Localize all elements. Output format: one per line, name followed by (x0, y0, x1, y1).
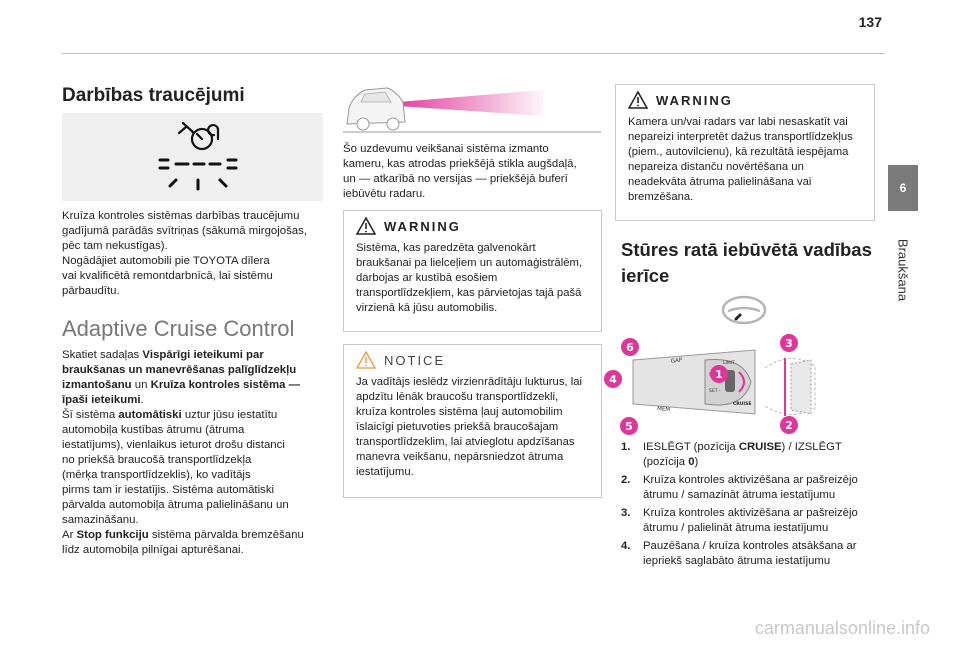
warning-triangle-icon (627, 90, 649, 109)
cruise-lever-svg: GAP LIMIT SET + SET - MEM CRUISE 6 4 5 1… (604, 334, 816, 435)
steering-wheel-icon (721, 295, 767, 325)
svg-text:5: 5 (625, 420, 633, 433)
cruise-lever-diagram: GAP LIMIT SET + SET - MEM CRUISE 6 4 5 1… (604, 330, 877, 435)
chapter-tab[interactable]: 6 (888, 165, 918, 211)
step-4: 4. Pauzēšana / kruīza kontroles atsākšan… (621, 540, 857, 567)
header-rule (62, 53, 885, 54)
svg-text:2: 2 (785, 419, 793, 432)
callout-1-icon: 1 (710, 365, 728, 383)
acc-text: Skatiet sadaļas Vispārīgi ieteikumi par … (62, 349, 304, 556)
gap-label: GAP (670, 357, 683, 365)
svg-text:4: 4 (609, 373, 617, 386)
warning-label: WARNING (656, 92, 733, 108)
callout-6-icon: 6 (621, 338, 639, 356)
steering-wheel-illustration (720, 295, 768, 325)
steps-list: 1. IESLĒGT (pozīcija CRUISE) / IZSLĒGT (… (621, 440, 877, 572)
callout-5-icon: 5 (620, 417, 638, 435)
cruise-fault-icon (158, 121, 238, 191)
page-number: 137 (858, 14, 882, 30)
watermark: carmanualsonline.info (754, 618, 930, 638)
warning-triangle-icon (355, 216, 377, 235)
callout-4-icon: 4 (604, 370, 622, 388)
cruise-label: CRUISE (733, 401, 751, 407)
malfunction-text: Kruīza kontroles sistēmas darbības trauc… (62, 210, 308, 297)
malfunction-illustration (62, 113, 323, 201)
step-1: 1. IESLĒGT (pozīcija CRUISE) / IZSLĒGT (… (621, 441, 842, 468)
step-2: 2. Kruīza kontroles aktivizēšana ar pašr… (621, 474, 858, 501)
limit-label: LIMIT (723, 360, 735, 366)
callout-3-icon: 3 (780, 334, 798, 352)
svg-text:3: 3 (785, 337, 793, 350)
svg-text:6: 6 (626, 341, 634, 354)
camera-radar-illustration (343, 82, 601, 134)
heading-acc: Adaptive Cruise Control (62, 316, 295, 341)
chapter-label: Braukšana (895, 238, 911, 302)
notice-triangle-icon (355, 350, 377, 369)
mem-label: MEM (657, 406, 671, 413)
notice-label: NOTICE (384, 352, 446, 368)
car-sensor-icon (343, 87, 601, 133)
camera-radar-text: Šo uzdevumu veikšanai sistēma izmanto ka… (343, 143, 577, 200)
heading-malfunctions: Darbības traucējumi (62, 85, 245, 106)
warning-box-1: WARNING Sistēma, kas paredzēta galvenokā… (343, 210, 602, 332)
set-minus-label: SET - (709, 388, 721, 394)
warning-box-2: WARNING Kamera un/vai radars var labi ne… (615, 84, 875, 221)
step-3: 3. Kruīza kontroles aktivizēšana ar pašr… (621, 507, 858, 534)
svg-text:1: 1 (715, 368, 723, 381)
warning-label: WARNING (384, 218, 461, 234)
notice-box: NOTICE Ja vadītājs ieslēdz virzienrādītā… (343, 344, 602, 498)
callout-2-icon: 2 (780, 416, 798, 434)
